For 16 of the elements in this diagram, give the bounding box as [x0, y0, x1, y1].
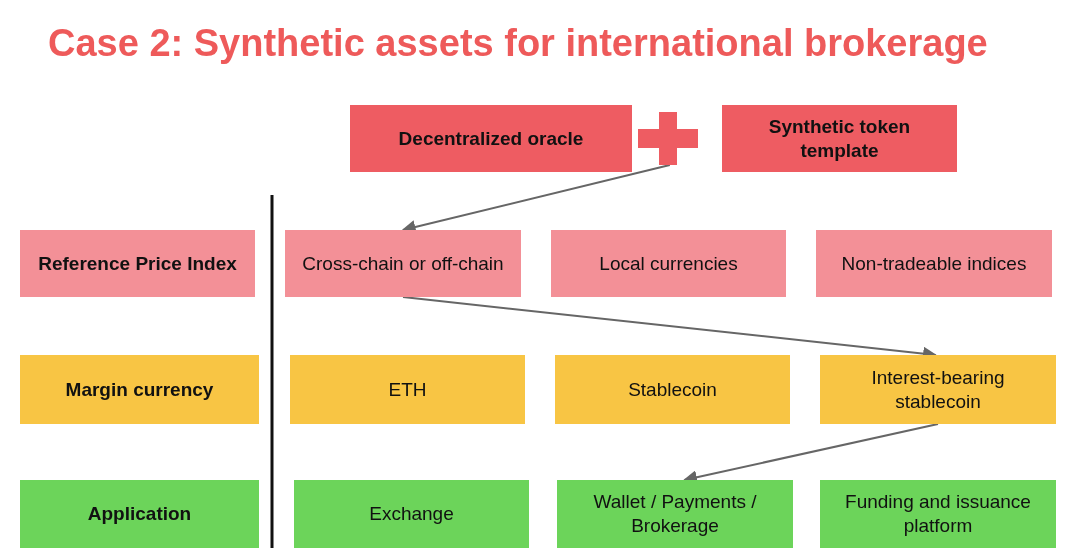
plus-sign [638, 112, 698, 165]
category-box: Cross-chain or off-chain [285, 230, 521, 297]
row-header: Margin currency [20, 355, 259, 424]
category-box: Funding and issuance platform [820, 480, 1056, 548]
category-box: Interest-bearing stablecoin [820, 355, 1056, 424]
row-header: Reference Price Index [20, 230, 255, 297]
category-box: Stablecoin [555, 355, 790, 424]
row-header: Application [20, 480, 259, 548]
category-box: Exchange [294, 480, 529, 548]
template-box: Synthetic token template [722, 105, 957, 172]
category-box: ETH [290, 355, 525, 424]
category-box: Local currencies [551, 230, 786, 297]
category-box: Wallet / Payments / Brokerage [557, 480, 793, 548]
title: Case 2: Synthetic assets for international brokerage [48, 22, 988, 65]
oracle-box: Decentralized oracle [350, 105, 632, 172]
category-box: Non-tradeable indices [816, 230, 1052, 297]
